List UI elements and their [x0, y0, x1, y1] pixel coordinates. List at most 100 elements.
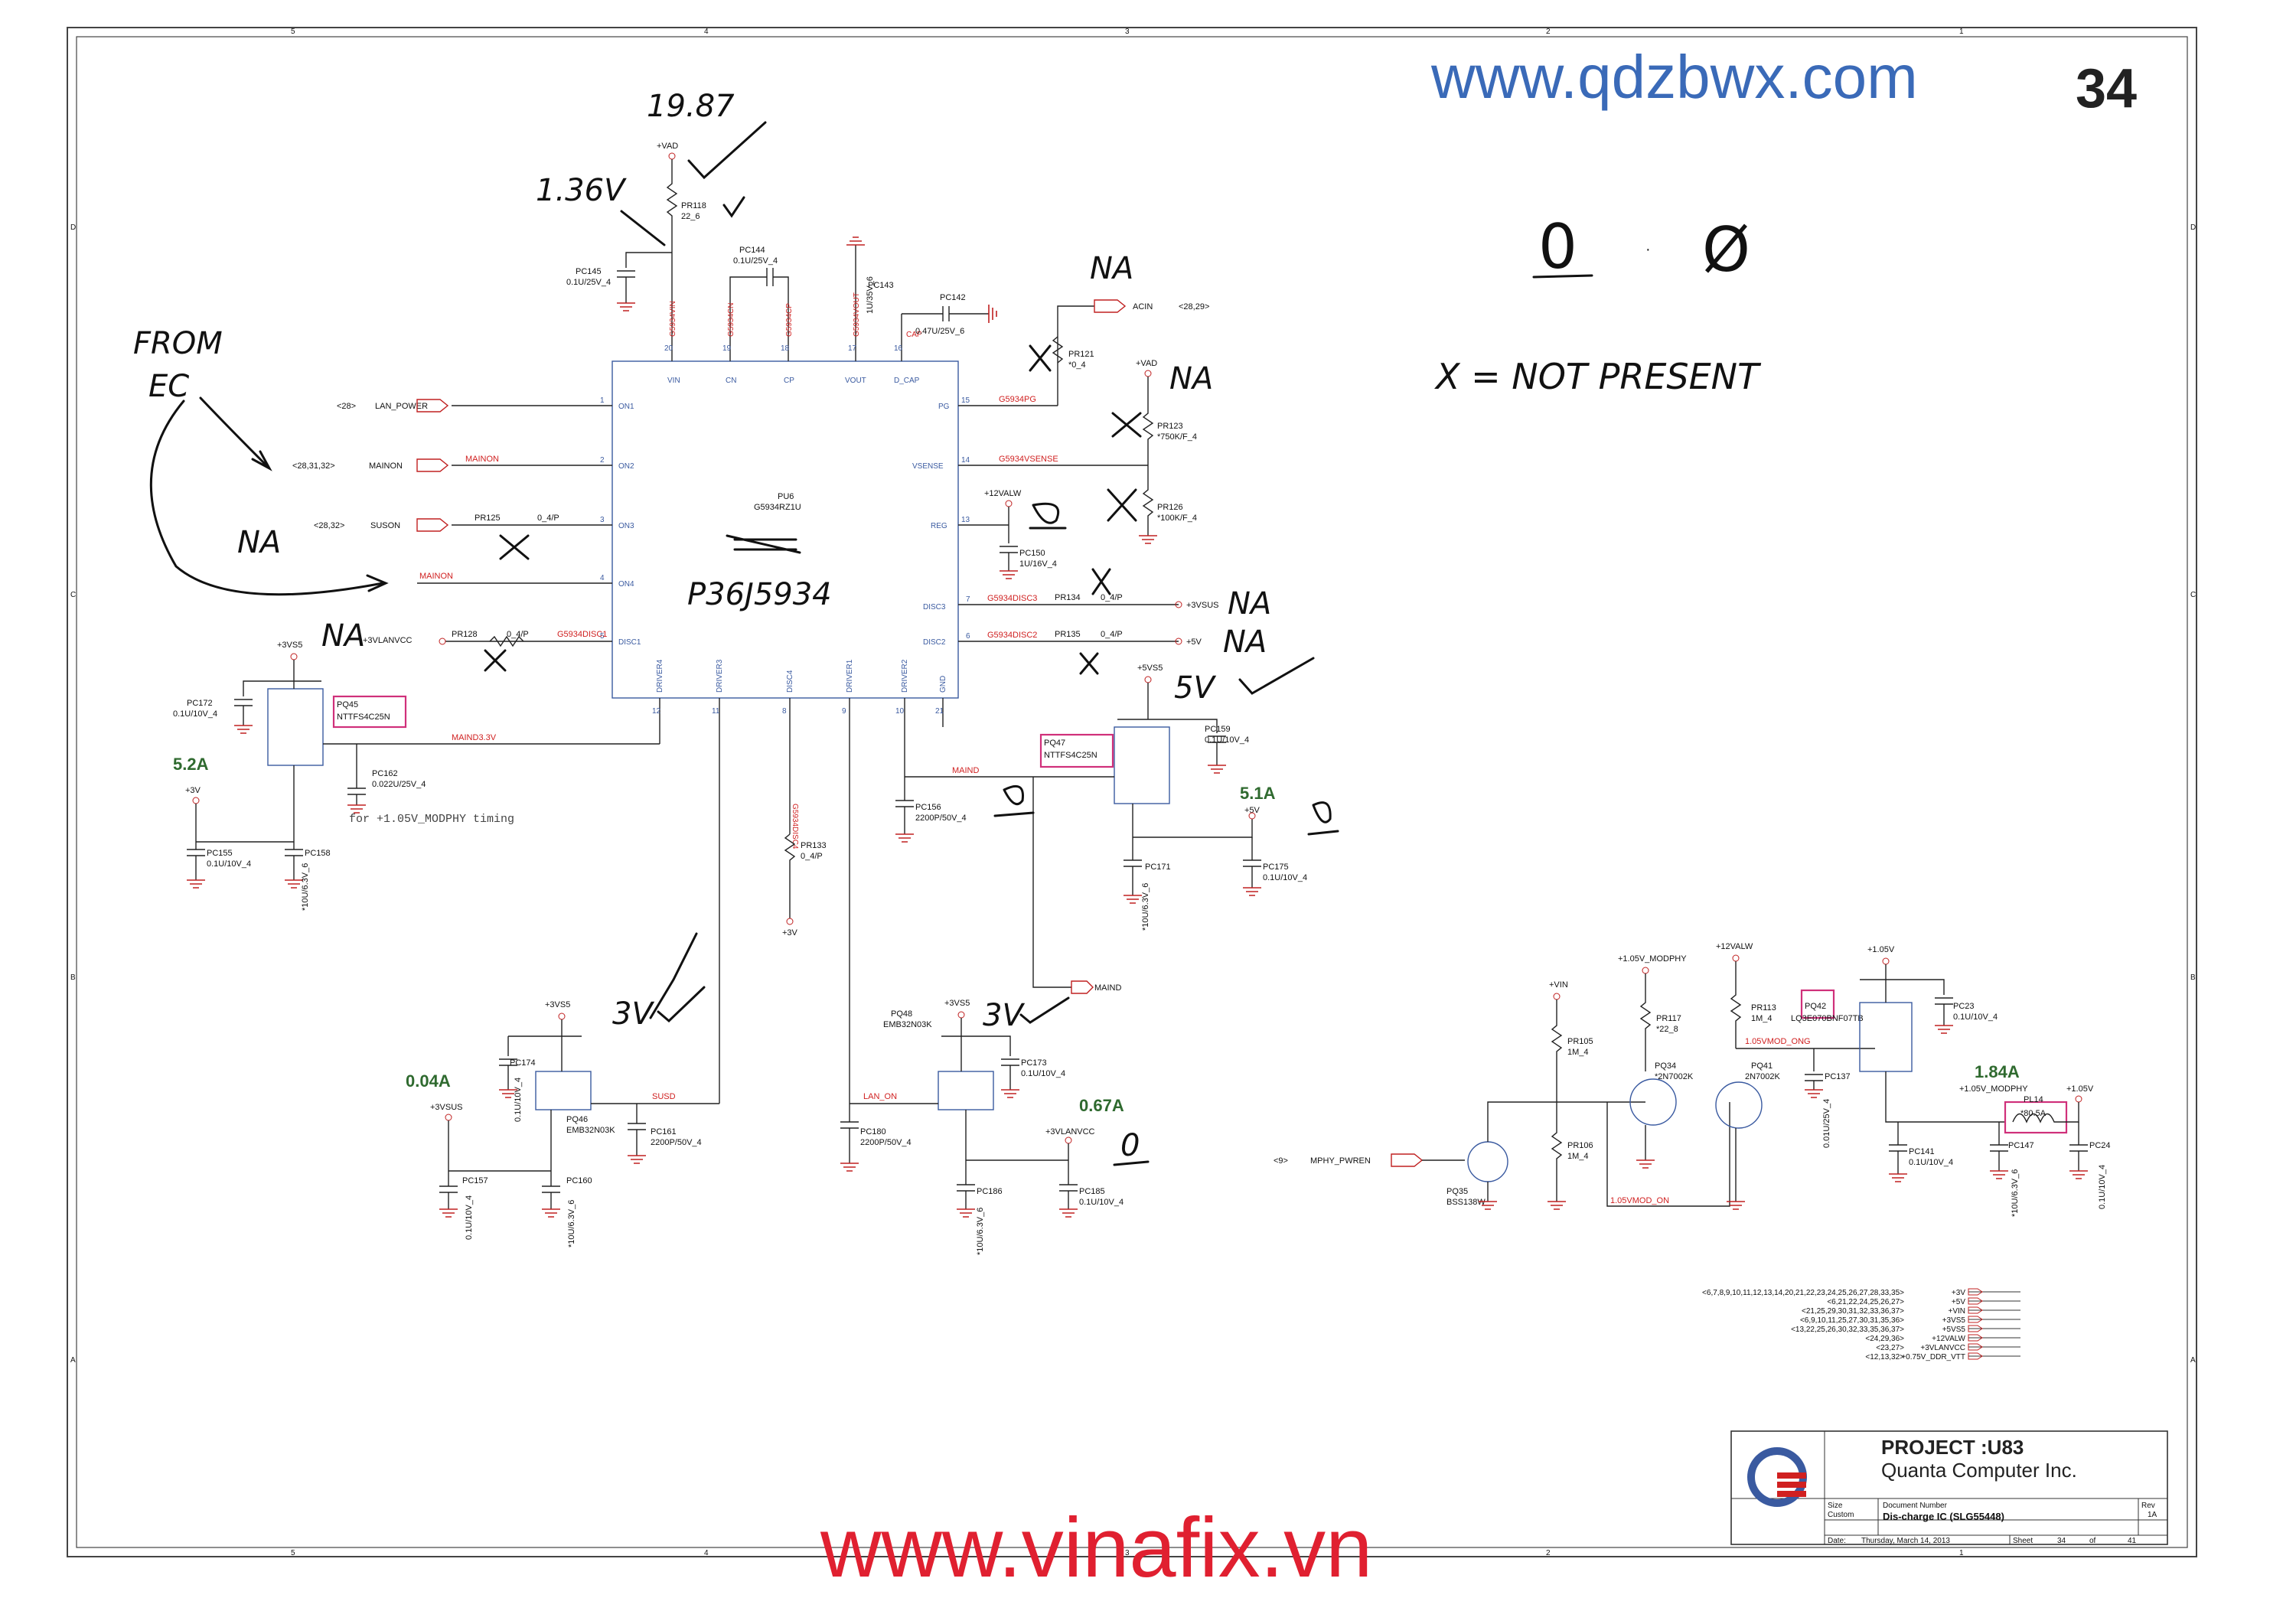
net-lan-on: LAN_ON: [863, 1092, 897, 1101]
hand-na-acin: NA: [1090, 251, 1133, 286]
sheet-border-inner: [76, 36, 2188, 1548]
hand-na-suson: NA: [237, 525, 281, 560]
power-table-flag: [1968, 1343, 1983, 1351]
pc137-ref: PC137: [1825, 1072, 1851, 1081]
pc160-value: *10U/6.3V_6: [567, 1200, 576, 1247]
pq48-ref: PQ48: [891, 1009, 912, 1019]
net-maind-flag: MAIND: [1094, 983, 1122, 993]
border-col-label: 1: [1959, 28, 1964, 36]
pr135-ref: PR135: [1055, 630, 1081, 639]
border-row-label: A: [2190, 1356, 2196, 1365]
border-col-label: 3: [1125, 1549, 1130, 1557]
pc24-value: 0.1U/10V_4: [2098, 1165, 2107, 1209]
power-table-net: +0.75V_DDR_VTT: [1901, 1353, 1965, 1361]
pc180-ref: PC180: [860, 1127, 886, 1136]
net-vin: +VIN: [1549, 980, 1568, 990]
current-5-2a: 5.2A: [173, 755, 209, 774]
pq46-value: EMB32N03K: [566, 1126, 615, 1135]
net-12valw: +12VALW: [984, 489, 1022, 498]
pin-name: DRIVER3: [716, 659, 724, 693]
note-timing: for +1.05V_MODPHY timing: [349, 813, 514, 826]
pl14-ref: PL14: [2024, 1095, 2043, 1104]
net-ref: <28,31,32>: [292, 461, 335, 471]
title-size-label: Size: [1828, 1502, 1843, 1510]
power-table-pages: <6,9,10,11,25,27,30,31,35,36>: [1800, 1316, 1904, 1325]
pc185-ref: PC185: [1079, 1187, 1105, 1196]
pc141-ref: PC141: [1909, 1147, 1935, 1156]
hand-zero: 0: [1120, 1128, 1140, 1163]
pc159-ref: PC159: [1205, 725, 1231, 734]
pq35-ref: PQ35: [1446, 1187, 1468, 1196]
pr133-value: 0_4/P: [801, 852, 823, 861]
pr126-value: *100K/F_4: [1157, 514, 1197, 523]
legend-dot: ·: [1645, 241, 1651, 258]
net-label-lan-power: LAN_POWER: [375, 402, 428, 411]
net-g5934disc2: G5934DISC2: [987, 631, 1037, 640]
net-105v: +1.05V: [1867, 945, 1895, 954]
power-table-net: +12VALW: [1932, 1335, 1965, 1343]
pin-num: 4: [600, 574, 605, 582]
net-g5934vout: G5934VOUT: [853, 292, 861, 337]
net-cap: CAP: [906, 331, 922, 339]
border-col-label: 4: [704, 28, 709, 36]
pl14-highlight: [2004, 1101, 2068, 1134]
pq41-value: 2N7002K: [1745, 1072, 1781, 1081]
net-g5934vin: G5934VIN: [669, 301, 677, 337]
hand-na-3vsus: NA: [1228, 586, 1271, 621]
handwritten-notes: 19.87 1.36V FROM EC NA NA NA NA NA NA 5V…: [133, 89, 1762, 1166]
pc162-value: 0.022U/25V_4: [372, 780, 426, 789]
pin-name: DISC2: [923, 638, 946, 647]
pq45-ref: PQ45: [337, 700, 358, 709]
pc156-ref: PC156: [915, 803, 941, 812]
net-3vsus: +3VSUS: [1186, 601, 1219, 610]
pr123-value: *750K/F_4: [1157, 432, 1197, 442]
net-105vmod-on: 1.05VMOD_ON: [1610, 1196, 1669, 1205]
pin-num: 10: [895, 707, 905, 716]
hand-1987: 19.87: [647, 89, 735, 124]
net-12valw-b: +12VALW: [1716, 942, 1753, 951]
title-sheet: 34: [2057, 1537, 2066, 1545]
power-table-flag: [1968, 1334, 1983, 1342]
net-3vs5-c: +3VS5: [944, 999, 970, 1008]
border-col-label: 4: [704, 1549, 709, 1557]
pin-name: DISC4: [786, 670, 794, 693]
border-row-label: C: [70, 591, 76, 599]
pq35-transistor: [1467, 1141, 1508, 1182]
ic-refdes: PU6: [778, 492, 794, 501]
pr118-ref: PR118: [681, 201, 706, 210]
pin-num: 16: [894, 344, 903, 353]
pc143-value: 1U/35V_6: [866, 276, 875, 314]
pc145-ref: PC145: [576, 267, 602, 276]
pr135-value: 0_4/P: [1101, 630, 1123, 639]
power-table-net: +5V: [1952, 1298, 1965, 1306]
power-table-net: +3VS5: [1942, 1316, 1966, 1325]
net-3vsus-b: +3VSUS: [430, 1103, 463, 1112]
power-table-flag: [1968, 1325, 1983, 1332]
pc173-ref: PC173: [1021, 1058, 1047, 1068]
pc180-value: 2200P/50V_4: [860, 1138, 912, 1147]
pq47-highlight: [1039, 733, 1114, 768]
pq45-value: NTTFS4C25N: [337, 713, 390, 722]
title-size: Custom: [1828, 1511, 1854, 1519]
net-acin-ref: <28,29>: [1179, 302, 1209, 311]
hand-3v-b: 3V: [983, 998, 1025, 1033]
pq42-highlight: [1800, 989, 1835, 1019]
pr117-value: *22_8: [1656, 1025, 1678, 1034]
net-acin: ACIN: [1133, 302, 1153, 311]
pr128-ref: PR128: [452, 630, 478, 639]
pc24-ref: PC24: [2089, 1141, 2111, 1150]
pc186-ref: PC186: [977, 1187, 1003, 1196]
pin-name: DRIVER4: [656, 659, 664, 693]
hand-na-pr123: NA: [1169, 361, 1213, 396]
pin-name: VIN: [667, 377, 680, 385]
quanta-logo: [1747, 1447, 1807, 1507]
pr105-value: 1M_4: [1567, 1048, 1589, 1057]
pr106-ref: PR106: [1567, 1141, 1593, 1150]
current-1-84a: 1.84A: [1975, 1062, 2020, 1081]
border-row-label: B: [2190, 973, 2196, 982]
pr128-value: 0_4/P: [507, 630, 529, 639]
hand-from: FROM: [133, 326, 223, 361]
pc161-ref: PC161: [651, 1127, 677, 1136]
pin-num: 15: [961, 396, 970, 405]
